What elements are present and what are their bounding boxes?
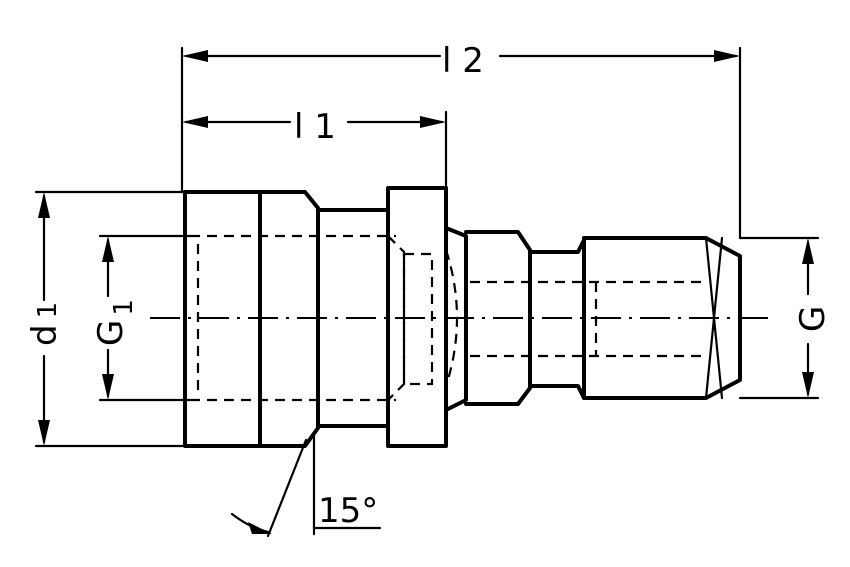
label-l1: l 1	[294, 107, 336, 147]
dimension-l2: l 2	[180, 41, 742, 240]
label-l2: l 2	[442, 41, 484, 81]
part-outline	[183, 186, 742, 448]
angle-annotation: 15°	[230, 434, 382, 538]
label-g1: G1	[91, 299, 139, 346]
label-d1: d1	[25, 302, 65, 346]
label-angle: 15°	[318, 491, 378, 531]
dimension-d1: d1	[25, 190, 187, 448]
dimension-l1: l 1	[182, 107, 448, 190]
hidden-lines	[190, 234, 704, 402]
label-g: G	[793, 306, 833, 332]
dimension-g: G	[738, 236, 833, 400]
dimension-g1: G1	[91, 234, 192, 402]
